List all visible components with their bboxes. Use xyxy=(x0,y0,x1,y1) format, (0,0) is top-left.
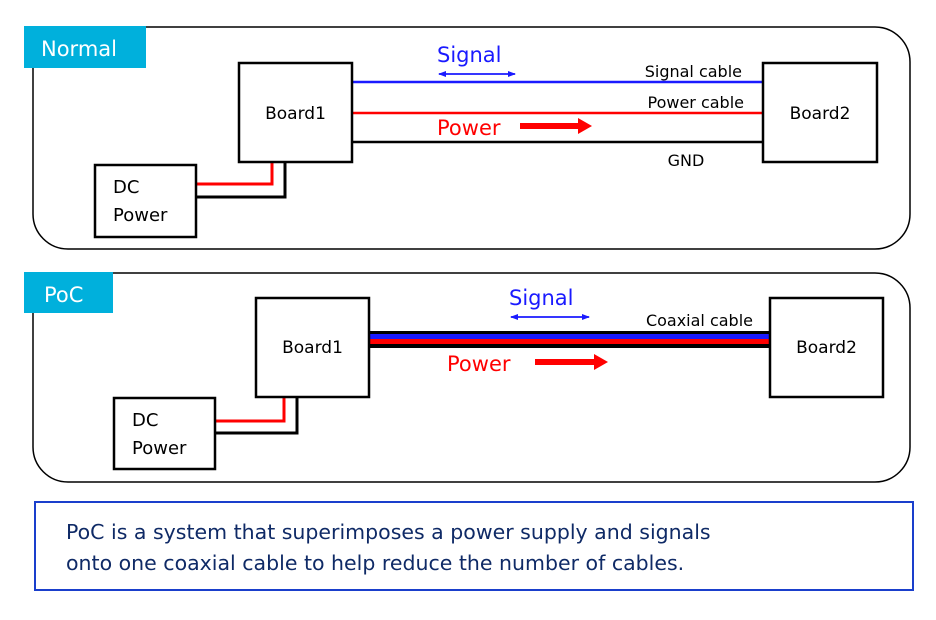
signal-cable-label: Signal cable xyxy=(645,62,742,81)
poc-panel: PoC Board1 Board2 DC Power Signal Power … xyxy=(24,272,911,483)
signal-label: Signal xyxy=(509,286,574,310)
power-cable-label: Power cable xyxy=(647,93,744,112)
dc-power-label-line2: Power xyxy=(132,438,187,459)
gnd-cable-label: GND xyxy=(668,151,705,170)
board2-box xyxy=(768,296,885,399)
power-label: Power xyxy=(437,116,501,140)
dc-power-wire xyxy=(215,397,286,423)
dc-power-label-line1: DC xyxy=(132,410,158,431)
dc-power-box xyxy=(112,396,217,471)
power-arrow xyxy=(535,354,608,370)
board2-label: Board2 xyxy=(790,104,851,124)
dc-power-box xyxy=(93,163,198,239)
board1-box xyxy=(237,61,354,164)
dc-power-wire xyxy=(196,162,274,186)
note-line-2: onto one coaxial cable to help reduce th… xyxy=(66,551,685,575)
power-label: Power xyxy=(447,352,511,376)
poc-badge-label: PoC xyxy=(44,283,83,307)
board1-box xyxy=(254,296,371,399)
board2-box xyxy=(761,61,879,164)
dc-power-label-line2: Power xyxy=(113,205,168,226)
coax-signal-layer xyxy=(369,334,770,339)
normal-panel: Normal Board1 Board2 DC Power Signal Pow… xyxy=(24,26,911,250)
coaxial-cable-label: Coaxial cable xyxy=(646,311,753,330)
dc-ground-wire xyxy=(196,162,287,199)
board2-label: Board2 xyxy=(796,338,857,358)
coax-power-layer xyxy=(369,339,770,344)
power-arrow xyxy=(520,118,592,134)
board1-label: Board1 xyxy=(265,104,326,124)
normal-panel-frame xyxy=(32,26,911,250)
signal-label: Signal xyxy=(437,43,502,67)
coaxial-cable xyxy=(369,331,770,348)
poc-panel-frame xyxy=(32,272,911,483)
poc-badge xyxy=(24,272,113,313)
normal-badge xyxy=(24,26,146,68)
note-line-1: PoC is a system that superimposes a powe… xyxy=(66,520,711,544)
dc-ground-wire xyxy=(215,397,299,435)
normal-badge-label: Normal xyxy=(41,37,117,61)
dc-power-label-line1: DC xyxy=(113,177,139,198)
board1-label: Board1 xyxy=(282,338,343,358)
poc-description-note: PoC is a system that superimposes a powe… xyxy=(34,501,914,591)
